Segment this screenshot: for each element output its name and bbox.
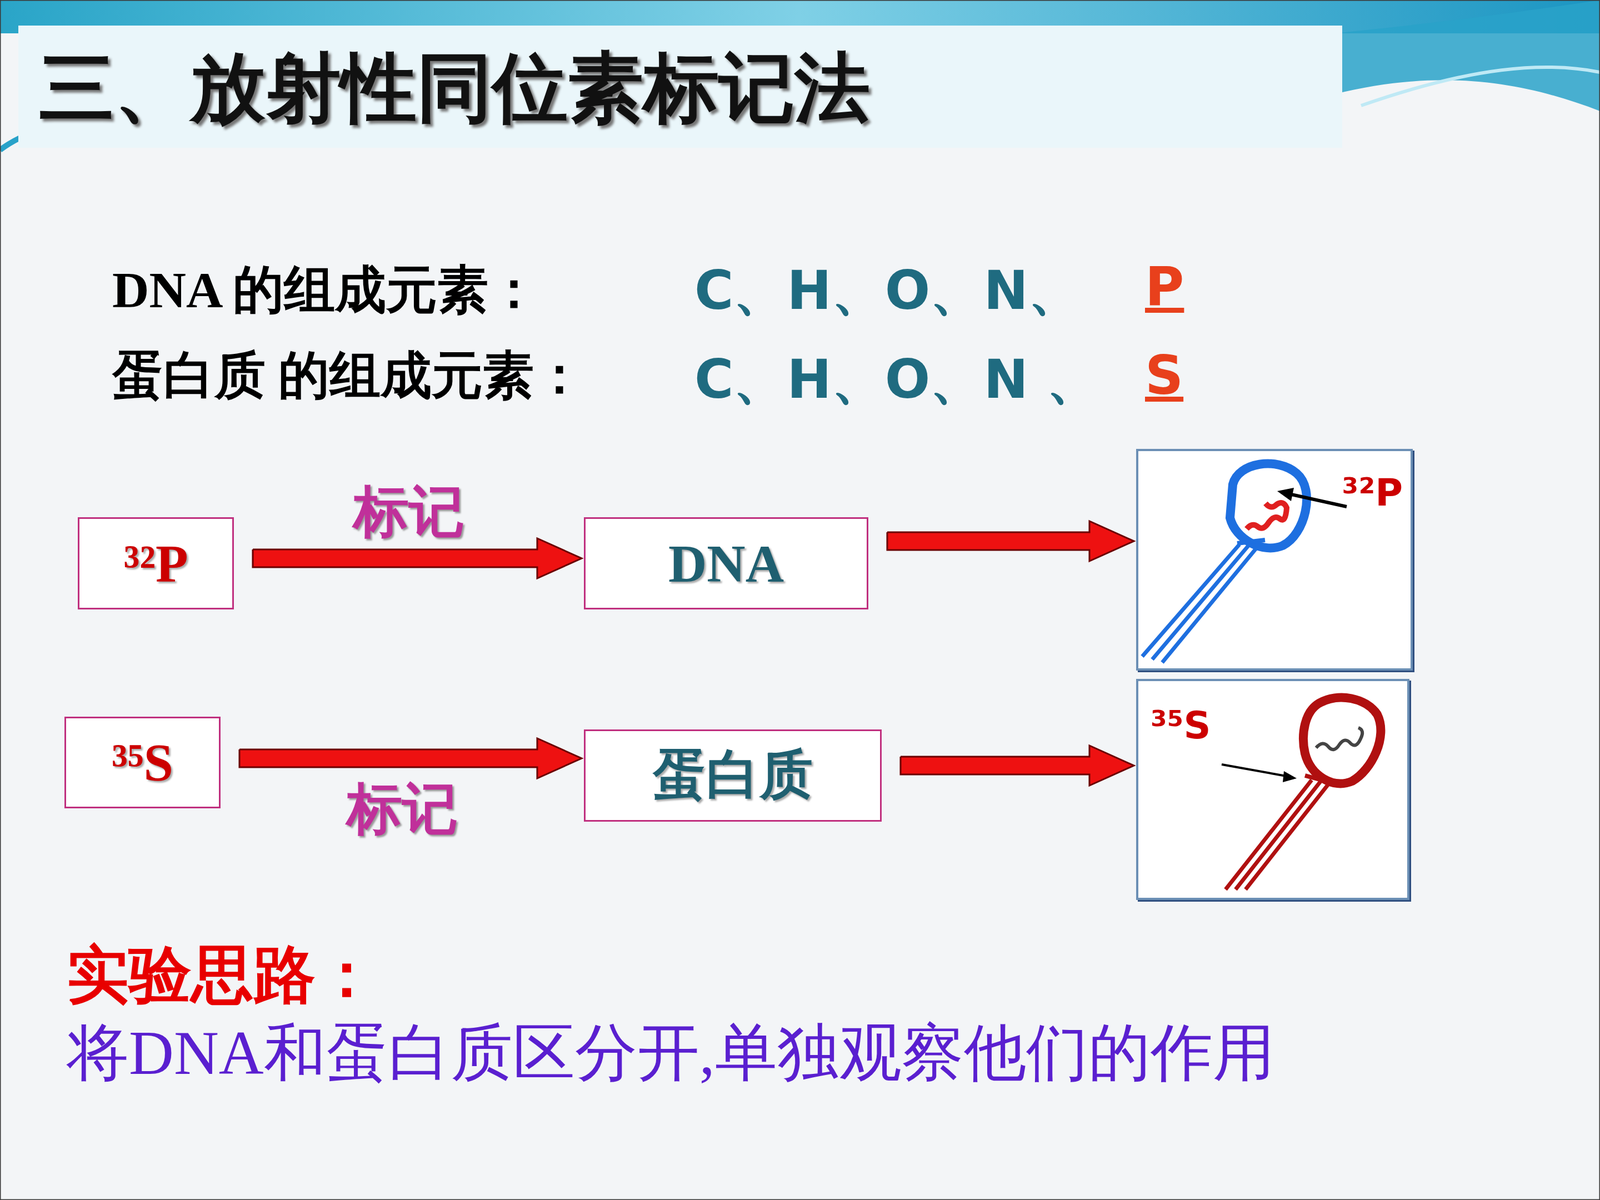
title-banner: [18, 25, 1343, 148]
thick-arrow: [252, 538, 582, 579]
idea-heading: 实验思路：: [66, 933, 378, 1018]
thick-arrow: [239, 738, 582, 779]
node-label: 蛋白质: [652, 739, 813, 812]
molecule-box: DNA: [583, 517, 869, 610]
isotope-callout: ³²P: [1342, 470, 1403, 515]
key-element: S: [1145, 344, 1184, 407]
edge-label: 标记: [346, 772, 458, 848]
phage-image: ³⁵S: [1136, 678, 1410, 900]
corner-swoosh: [1333, 0, 1600, 112]
node-label: ³²P: [123, 532, 188, 595]
edge-label: 标记: [353, 475, 465, 550]
isotope-box: ³⁵S: [64, 716, 221, 809]
node-label: ³⁵S: [111, 731, 174, 794]
thick-arrow: [887, 521, 1134, 562]
key-element: P: [1145, 255, 1184, 318]
element-heading: 蛋白质 的组成元素：: [112, 341, 585, 410]
isotope-box: ³²P: [77, 517, 234, 610]
isotope-callout: ³⁵S: [1150, 703, 1212, 748]
node-label: DNA: [668, 532, 784, 595]
element-list: C、H、O、N 、: [694, 344, 1100, 417]
molecule-box: 蛋白质: [583, 729, 882, 822]
idea-text: 将DNA和蛋白质区分开,单独观察他们的作用: [66, 1011, 1275, 1095]
thick-arrow: [900, 745, 1134, 786]
element-heading: DNA 的组成元素：: [112, 255, 540, 325]
slide-title: 三、放射性同位素标记法: [38, 37, 870, 140]
phage-image: ³²P: [1136, 448, 1413, 671]
element-list: C、H、O、N、: [694, 255, 1082, 328]
